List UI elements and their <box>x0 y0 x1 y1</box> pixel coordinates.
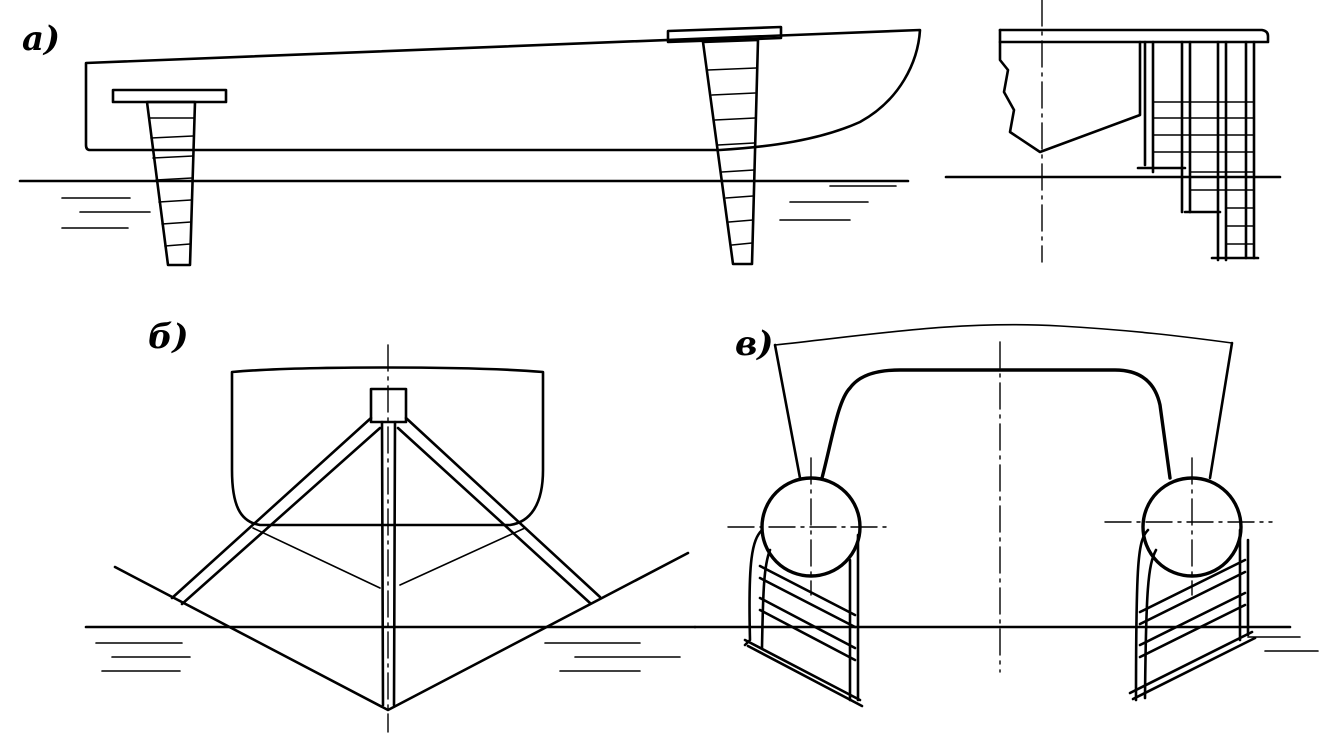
hull-break-line <box>774 323 1233 346</box>
stern-foil-strut <box>701 38 760 266</box>
label-b: б) <box>148 317 189 357</box>
water-hatching-a <box>61 185 897 229</box>
ladder-rungs-a-end <box>1152 101 1255 245</box>
water-hatching-v <box>1247 636 1319 652</box>
diagonal-braces <box>170 416 602 606</box>
bow-foil-strut <box>145 100 197 267</box>
panel-v-twin-foils: в) <box>693 323 1319 708</box>
tunnel-arch <box>820 368 1172 480</box>
stern-foil-assembly <box>666 25 783 266</box>
v-foil-arms <box>113 551 690 712</box>
foil-ladder-a-end <box>1136 40 1260 262</box>
label-a: a) <box>22 19 60 59</box>
deck-edge-a-end <box>998 28 1270 44</box>
bow-strut-steps <box>148 117 195 247</box>
right-foil-ladder <box>1128 528 1257 702</box>
stern-strut-steps <box>707 67 757 246</box>
central-strut <box>380 420 397 707</box>
panel-b-v-foil: б) <box>84 317 697 733</box>
stern-foil-plate <box>666 25 783 44</box>
panel-a-end-view <box>944 0 1282 263</box>
right-pontoon-unit <box>1104 457 1273 702</box>
bow-foil-assembly <box>111 88 228 267</box>
water-hatching-b <box>95 642 681 672</box>
strut-hub <box>369 387 408 424</box>
panel-a-side-view: a) <box>18 19 922 267</box>
left-foil-ladder <box>743 528 864 708</box>
hull-section-a-end <box>998 28 1142 154</box>
bow-foil-plate <box>111 88 228 104</box>
hull-outer-sides <box>773 341 1234 480</box>
label-v: в) <box>735 324 773 364</box>
left-pontoon-unit <box>727 457 887 708</box>
hull-section-b <box>230 366 545 527</box>
hull-side-profile <box>84 28 922 152</box>
secondary-braces <box>252 527 526 589</box>
